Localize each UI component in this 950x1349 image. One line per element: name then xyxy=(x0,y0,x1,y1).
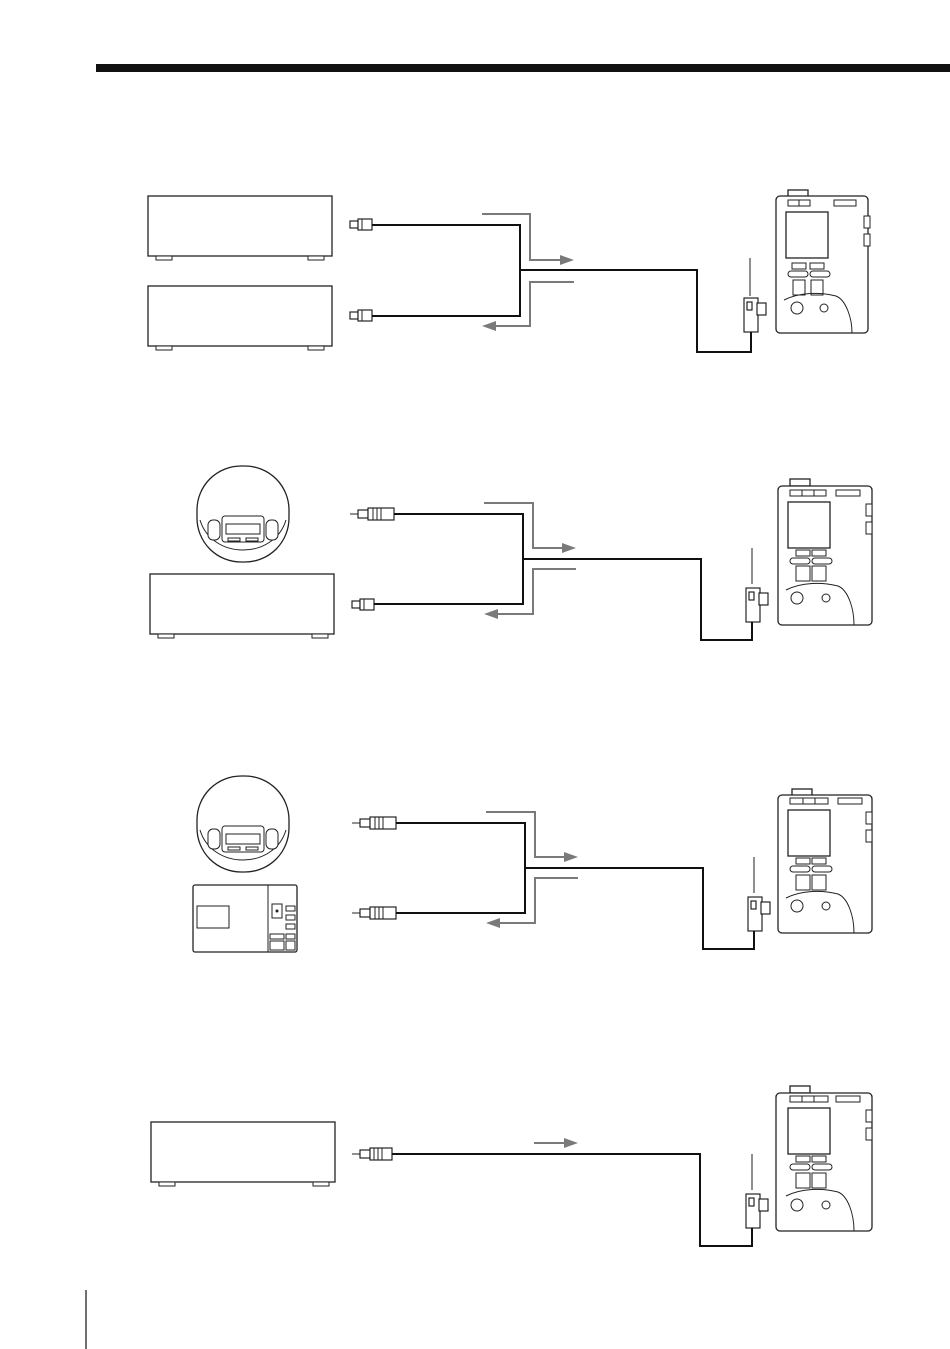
signal-arrow-panel-4 xyxy=(534,1138,578,1148)
cable-panel-2 xyxy=(374,514,752,640)
mini-plug-panel-4 xyxy=(352,1148,392,1160)
recorder-plug-panel-4 xyxy=(746,1154,768,1228)
optical-plug-panel-2 xyxy=(352,599,374,610)
mini-plug-top-panel-3 xyxy=(352,817,396,829)
signal-arrows-panel-1 xyxy=(482,214,574,331)
component-box-panel-4 xyxy=(151,1122,335,1186)
recorder-plug-panel-2 xyxy=(746,548,768,622)
portable-recorder-panel-1 xyxy=(776,190,870,333)
portable-md-player-panel-3 xyxy=(193,885,297,952)
recorder-plug-panel-3 xyxy=(748,857,770,931)
component-box-panel-2 xyxy=(150,574,334,638)
panel-2 xyxy=(150,466,872,640)
portable-cd-player-panel-2 xyxy=(197,466,289,562)
panel-4 xyxy=(151,1086,872,1246)
component-box-top xyxy=(148,196,332,260)
cable-panel-4 xyxy=(392,1154,752,1246)
optical-plug-bottom xyxy=(350,310,372,321)
portable-recorder-panel-2 xyxy=(778,479,872,625)
signal-arrows-panel-2 xyxy=(484,503,576,619)
panel-3 xyxy=(193,776,872,952)
cable-panel-1 xyxy=(372,225,751,352)
cable-panel-3 xyxy=(396,823,754,949)
component-box-bottom xyxy=(148,286,332,350)
optical-plug-top xyxy=(350,219,372,230)
mini-plug-bottom-panel-3 xyxy=(352,907,396,919)
header-bar xyxy=(96,64,950,72)
signal-arrows-panel-3 xyxy=(486,812,578,928)
mini-plug-panel-2 xyxy=(350,508,394,520)
panel-1 xyxy=(148,190,870,352)
portable-recorder-panel-3 xyxy=(778,789,872,933)
recorder-plug-panel-1 xyxy=(744,258,766,332)
portable-cd-player-panel-3 xyxy=(197,776,289,872)
portable-recorder-panel-4 xyxy=(776,1086,872,1231)
